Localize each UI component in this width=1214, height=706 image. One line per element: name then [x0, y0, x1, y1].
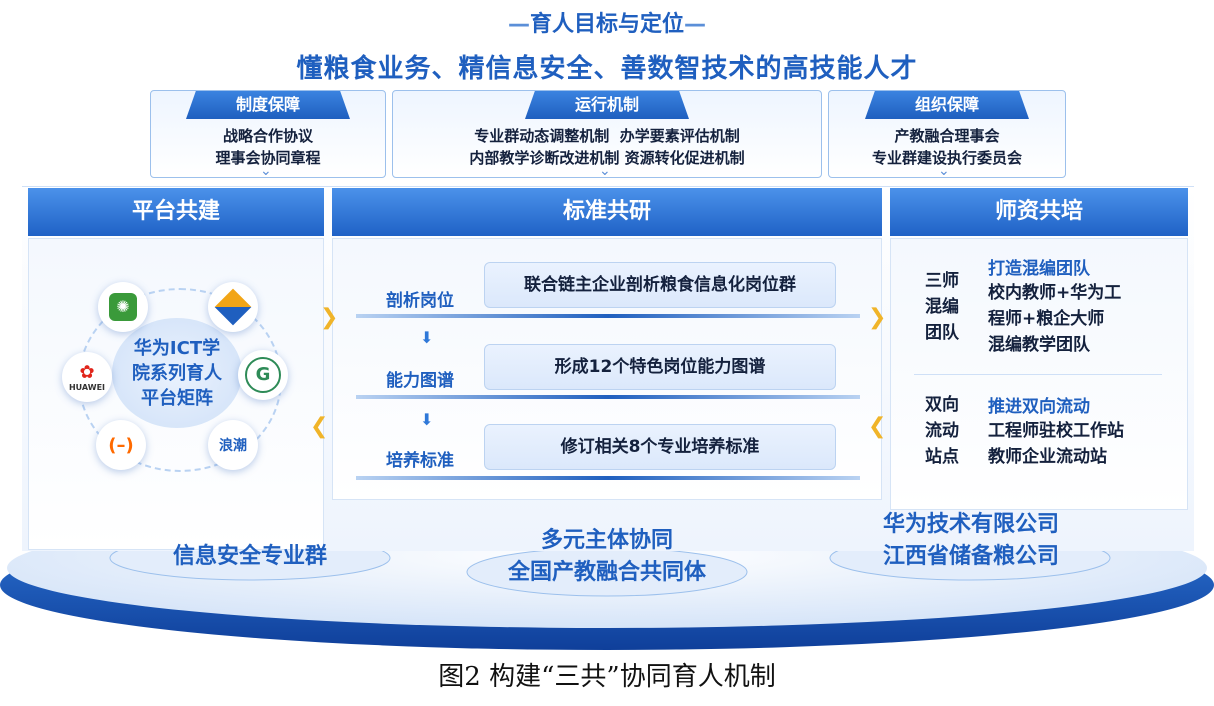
- side-line: 双向: [925, 395, 959, 415]
- figure-caption: 图2 构建“三共”协同育人机制: [438, 662, 776, 692]
- group-lines: 工程师驻校工作站 教师企业流动站: [988, 418, 1124, 470]
- column-title-platform: 平台共建: [28, 188, 324, 236]
- arrow-left-icon: ❮: [868, 414, 887, 439]
- base-label-center: 多元主体协同 全国产教融合共同体: [460, 522, 754, 586]
- group-line: 程师+粮企大师: [988, 309, 1105, 329]
- side-line: 流动: [925, 421, 959, 441]
- group-lines: 校内教师+华为工 程师+粮企大师 混编教学团队: [988, 280, 1121, 358]
- top-box-line: 内部教学诊断改进机制 资源转化促进机制: [469, 149, 745, 167]
- top-box-line: 专业群动态调整机制 办学要素评估机制: [474, 127, 740, 145]
- row-box: 形成12个特色岗位能力图谱: [484, 344, 836, 390]
- side-line: 站点: [925, 447, 959, 467]
- base-center-line: 全国产教融合共同体: [507, 560, 706, 585]
- row-box: 联合链主企业剖析粮食信息化岗位群: [484, 262, 836, 308]
- right-side-label: 双向 流动 站点: [916, 392, 968, 470]
- platform-text-line: 院系列育人: [132, 363, 222, 384]
- arrow-left-icon: ❮: [310, 414, 329, 439]
- goal-title: —育人目标与定位—: [507, 12, 706, 37]
- top-box-line: 产教融合理事会: [894, 127, 1000, 145]
- row-label: 培养标准: [386, 451, 454, 471]
- aliyun-logo-icon: (–): [96, 420, 146, 470]
- top-box-organization: 组织保障 产教融合理事会 专业群建设执行委员会: [828, 90, 1066, 178]
- top-box-title: 组织保障: [865, 91, 1029, 119]
- chevron-down-icon: ⌄: [938, 163, 950, 179]
- arrow-right-icon: ❯: [320, 305, 339, 330]
- side-line: 三师: [925, 271, 959, 291]
- platform-text-line: 华为ICT学: [133, 338, 221, 359]
- group-line: 工程师驻校工作站: [988, 421, 1124, 441]
- group-line: 校内教师+华为工: [988, 283, 1122, 303]
- base-right-line: 华为技术有限公司: [882, 512, 1059, 537]
- chevron-down-icon: ⌄: [599, 163, 611, 179]
- platform-center-text: 华为ICT学 院系列育人 平台矩阵: [112, 336, 242, 411]
- top-box-title: 制度保障: [186, 91, 350, 119]
- group-line: 教师企业流动站: [988, 447, 1107, 467]
- right-side-label: 三师 混编 团队: [916, 268, 968, 346]
- group-divider: [914, 374, 1162, 375]
- group-heading: 推进双向流动: [988, 397, 1090, 417]
- grain-logo-icon: ✺: [98, 282, 148, 332]
- row-divider: [356, 395, 860, 399]
- top-box-line: 理事会协同章程: [215, 149, 321, 167]
- group-line: 混编教学团队: [988, 335, 1090, 355]
- platform-text-line: 平台矩阵: [141, 388, 213, 409]
- huawei-logo-text: HUAWEI: [68, 383, 106, 392]
- platform-center-circle: [112, 318, 242, 428]
- cube-logo-icon: [208, 282, 258, 332]
- g-logo-icon: G: [238, 350, 288, 400]
- row-divider: [356, 314, 860, 318]
- side-line: 团队: [925, 323, 959, 343]
- huawei-logo-icon: ✿ HUAWEI: [62, 352, 112, 402]
- top-box-line: 专业群建设执行委员会: [871, 149, 1022, 167]
- g-logo-text: G: [245, 357, 281, 393]
- base-center-line: 多元主体协同: [540, 528, 673, 553]
- arrow-right-icon: ❯: [868, 305, 887, 330]
- chevron-down-icon: ⌄: [260, 163, 272, 179]
- top-box-title: 运行机制: [525, 91, 689, 119]
- base-label-right: 华为技术有限公司 江西省储备粮公司: [826, 506, 1116, 570]
- base-right-line: 江西省储备粮公司: [882, 544, 1059, 569]
- side-line: 混编: [925, 297, 959, 317]
- arrow-down-icon: ⬇: [420, 410, 434, 429]
- row-box: 修订相关8个专业培养标准: [484, 424, 836, 470]
- top-box-mechanism: 运行机制 专业群动态调整机制 办学要素评估机制 内部教学诊断改进机制 资源转化促…: [392, 90, 822, 178]
- goal-subtitle: 懂粮食业务、精信息安全、善数智技术的高技能人才: [296, 54, 918, 84]
- top-box-institution: 制度保障 战略合作协议 理事会协同章程: [150, 90, 386, 178]
- row-label: 剖析岗位: [386, 291, 454, 311]
- column-title-standard: 标准共研: [332, 188, 882, 236]
- base-label-left: 信息安全专业群: [172, 544, 327, 569]
- arrow-down-icon: ⬇: [420, 328, 434, 347]
- row-label: 能力图谱: [386, 371, 454, 391]
- group-heading: 打造混编团队: [988, 259, 1090, 279]
- row-divider: [356, 476, 860, 480]
- column-title-teachers: 师资共培: [890, 188, 1188, 236]
- top-box-line: 战略合作协议: [222, 127, 313, 145]
- inspur-logo-icon: 浪潮: [208, 420, 258, 470]
